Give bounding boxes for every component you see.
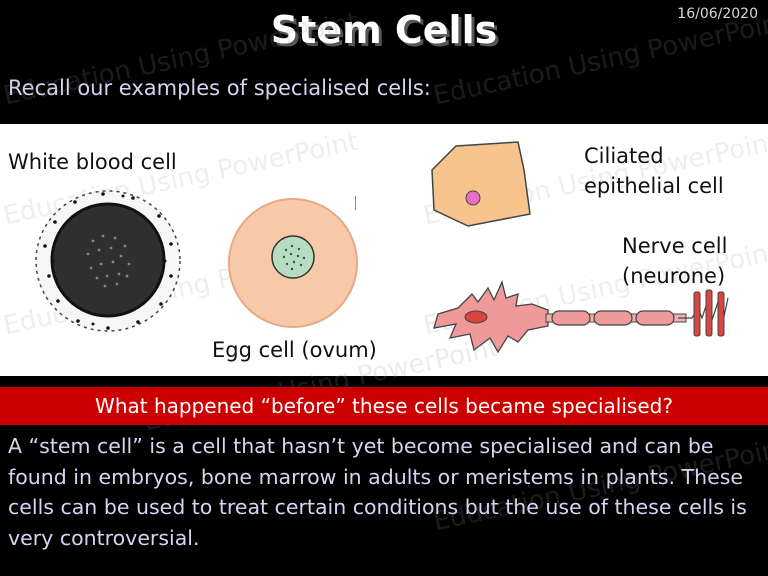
ciliated-cell-label-line2: epithelial cell [584,174,724,198]
ciliated-cell-label-line1: Ciliated [584,144,664,168]
nerve-cell-image [433,280,729,354]
white-blood-cell-image [35,190,181,332]
nerve-cell-label-line1: Nerve cell [622,234,728,258]
egg-cell-label: Egg cell (ovum) [212,338,377,362]
cells-panel: Education Using PowerPoint Education Usi… [0,124,768,376]
intro-text: Recall our examples of specialised cells… [8,76,431,100]
body-text: A “stem cell” is a cell that hasn’t yet … [8,434,747,550]
egg-cell-image [228,198,358,328]
ciliated-cell-image [431,141,531,227]
slide-date: 16/06/2020 [677,6,758,22]
divider-line [355,196,356,210]
nerve-cell-label-line2: (neurone) [622,264,726,288]
white-blood-cell-label: White blood cell [8,150,177,174]
slide-title: Stem Cells [270,8,498,52]
question-banner: What happened “before” these cells becam… [0,387,768,425]
